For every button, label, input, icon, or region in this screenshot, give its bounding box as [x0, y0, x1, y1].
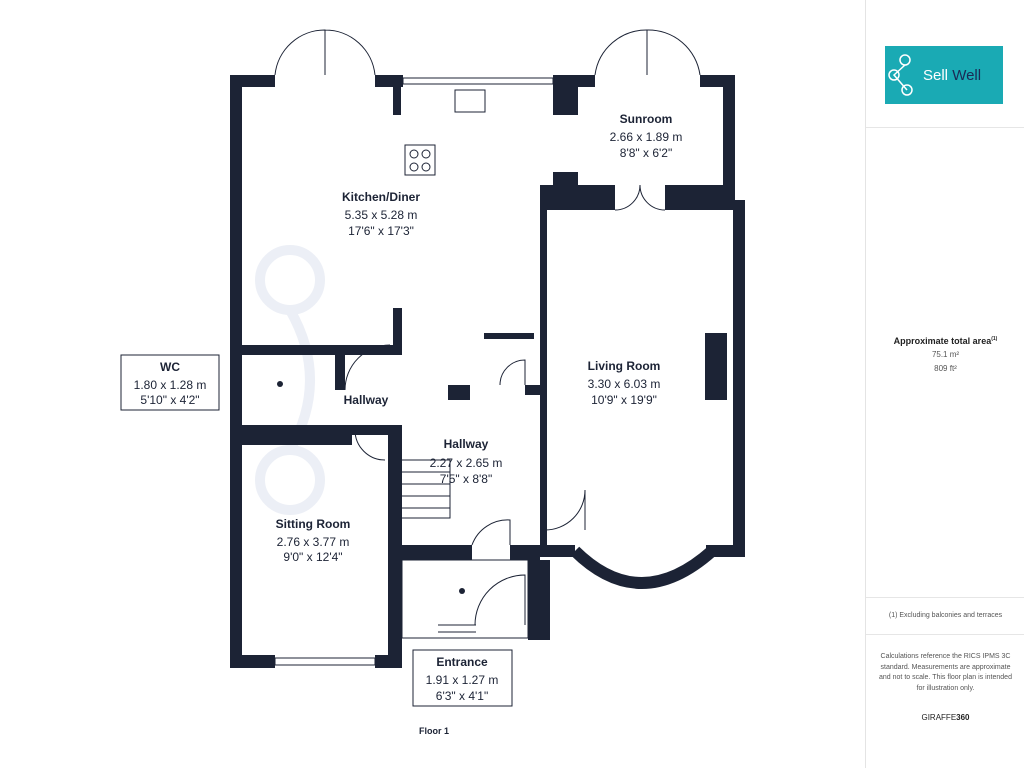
walls [230, 29, 745, 668]
room-hallway: Hallway 2.27 x 2.65 m 7'5" x 8'8" [430, 437, 503, 486]
room-imperial: 5'10" x 4'2" [140, 393, 199, 407]
sell-well-logo: Sell Well [885, 46, 1003, 104]
room-metric: 1.80 x 1.28 m [134, 378, 207, 392]
room-entrance: Entrance 1.91 x 1.27 m 6'3" x 4'1" [412, 649, 513, 707]
info-sidebar: Sell Well Approximate total area(1) 75.1… [865, 0, 1024, 768]
room-name: Sunroom [620, 112, 673, 126]
floor-plan: Kitchen/Diner 5.35 x 5.28 m 17'6" x 17'3… [120, 29, 745, 736]
logo-pin-icon [888, 54, 913, 96]
area-note-mark: (1) [991, 336, 998, 342]
area-title-text: Approximate total area [893, 336, 992, 346]
logo-text-sell: Sell [923, 66, 949, 84]
room-sitting: Sitting Room 2.76 x 3.77 m 9'0" x 12'4" [276, 517, 351, 564]
room-living: Living Room 3.30 x 6.03 m 10'9" x 19'9" [588, 359, 661, 407]
watermark-logo [255, 245, 325, 515]
room-hallway-small: Hallway [344, 393, 389, 407]
room-name: WC [160, 360, 180, 374]
giraffe360-credit: GIRAFFE360 [866, 712, 1024, 724]
room-name: Entrance [436, 655, 488, 669]
room-name: Sitting Room [276, 517, 351, 531]
room-metric: 2.66 x 1.89 m [610, 130, 683, 144]
area-m2: 75.1 m² [931, 350, 960, 359]
area-ft2: 809 ft² [934, 364, 957, 373]
disclaimer: Calculations reference the RICS IPMS 3C … [879, 653, 1012, 692]
room-imperial: 7'5" x 8'8" [440, 472, 492, 486]
room-imperial: 9'0" x 12'4" [283, 550, 342, 564]
room-sunroom: Sunroom 2.66 x 1.89 m 8'8" x 6'2" [610, 112, 683, 160]
room-name: Hallway [444, 437, 489, 451]
footnote: (1) Excluding balconies and terraces [888, 612, 1003, 619]
room-name: Living Room [588, 359, 661, 373]
room-metric: 5.35 x 5.28 m [345, 208, 418, 222]
room-kitchen: Kitchen/Diner 5.35 x 5.28 m 17'6" x 17'3… [342, 190, 420, 238]
room-wc: WC 1.80 x 1.28 m 5'10" x 4'2" [120, 354, 220, 411]
area-title: Approximate total area(1) [866, 333, 1024, 347]
credit-text: GIRAFFE [921, 713, 957, 722]
room-imperial: 8'8" x 6'2" [620, 146, 672, 160]
floor-label: Floor 1 [419, 726, 449, 736]
room-metric: 2.27 x 2.65 m [430, 456, 503, 470]
room-metric: 3.30 x 6.03 m [588, 377, 661, 391]
logo-text-well: Well [952, 66, 982, 84]
room-imperial: 6'3" x 4'1" [436, 689, 488, 703]
room-imperial: 17'6" x 17'3" [348, 224, 414, 238]
credit-number: 360 [956, 713, 970, 722]
room-metric: 2.76 x 3.77 m [277, 535, 350, 549]
room-metric: 1.91 x 1.27 m [426, 673, 499, 687]
room-name: Kitchen/Diner [342, 190, 420, 204]
room-imperial: 10'9" x 19'9" [591, 393, 657, 407]
